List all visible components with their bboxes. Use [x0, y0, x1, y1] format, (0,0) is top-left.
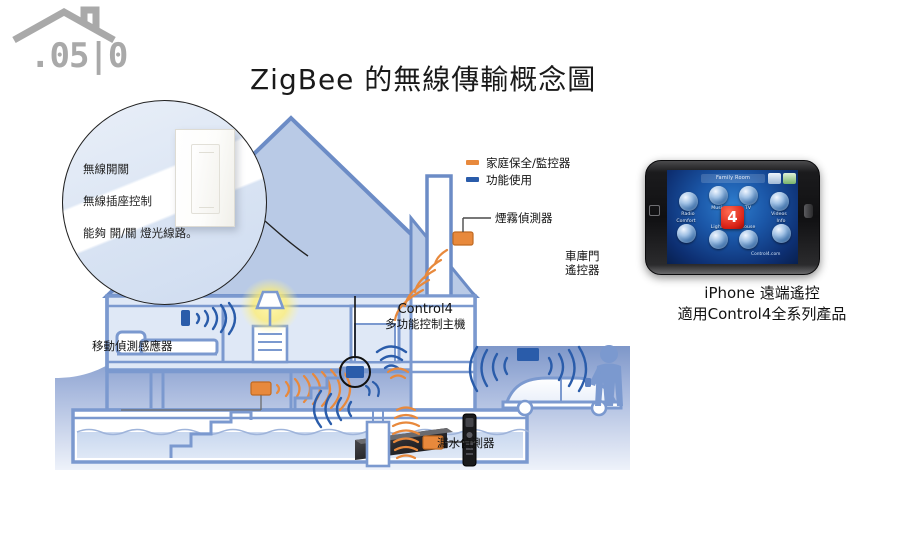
label-controller-zh: 多功能控制主機 — [385, 317, 466, 331]
house-cutaway-diagram — [55, 115, 630, 470]
orange-dash-icon — [466, 160, 479, 165]
app-label: TV — [744, 206, 752, 211]
label-garage-remote: 車庫門 遙控器 — [565, 249, 600, 277]
water-heater-icon — [365, 410, 391, 468]
page-title: ZigBee 的無線傳輸概念圖 — [250, 63, 597, 96]
comfort-icon — [676, 224, 696, 243]
bed-icon — [115, 330, 219, 356]
site-logo: .05|0 — [8, 6, 128, 76]
label-water-leak: 漏水偵測器 — [437, 436, 495, 450]
legend-label-security: 家庭保全/監控器 — [486, 155, 571, 170]
legend-item-security: 家庭保全/監控器 — [466, 155, 616, 170]
screen-footer-text: Control4.com — [751, 252, 781, 257]
wireless-waves-switch — [195, 301, 237, 336]
wireless-waves-smoke — [393, 248, 449, 322]
app-lights[interactable]: Lights — [705, 224, 731, 249]
wireless-waves-garage-left — [468, 345, 509, 393]
wireless-switch-callout: 無線開關 無線插座控制 能夠 開/關 燈光線路。 — [62, 100, 267, 305]
label-garage-remote-line1: 車庫門 — [565, 249, 600, 263]
lights-icon — [708, 230, 728, 249]
label-garage-remote-line2: 遙控器 — [565, 263, 600, 277]
speaker-grille-icon — [804, 204, 813, 218]
app-tv[interactable]: TV — [735, 186, 761, 211]
callout-line-3: 能夠 開/關 燈光線路。 — [83, 226, 198, 240]
person-icon — [585, 345, 623, 406]
label-motion-sensor: 移動偵測感應器 — [92, 339, 173, 353]
app-house[interactable]: House — [735, 224, 761, 249]
callout-text-block: 無線開關 無線插座控制 能夠 開/關 燈光線路。 — [83, 161, 248, 257]
security-icon[interactable] — [783, 173, 796, 184]
callout-line-2: 無線插座控制 — [83, 194, 152, 208]
smoke-detector-module — [452, 231, 474, 246]
highlight-waves — [364, 380, 380, 398]
wall-switch-icon — [181, 310, 190, 326]
house-outline-icon — [12, 6, 116, 44]
switch-rocker[interactable] — [191, 144, 220, 214]
remote-control-icon — [462, 413, 477, 467]
phone-caption-line1: iPhone 遠端遙控 — [704, 284, 820, 302]
wireless-waves-controller-up — [375, 345, 408, 370]
app-comfort[interactable]: Comfort — [673, 218, 699, 243]
home-button-icon[interactable] — [649, 205, 660, 216]
garage-opener-icon — [517, 348, 539, 361]
chimney-icon — [425, 174, 453, 300]
house-icon — [738, 230, 758, 249]
app-label: Comfort — [676, 219, 696, 224]
label-controller: Control4 多功能控制主機 — [385, 302, 466, 332]
callout-line-1: 無線開關 — [83, 162, 129, 176]
app-label: Videos — [771, 212, 787, 217]
motion-sensor-module — [250, 381, 272, 396]
label-controller-en: Control4 — [397, 302, 453, 317]
app-label: House — [740, 225, 756, 230]
phone-screen[interactable]: Family Room Radio Music TV Videos Comfor… — [667, 170, 798, 264]
logo-text: .05|0 — [30, 36, 128, 76]
water-surface-line — [76, 428, 530, 436]
screen-room-title: Family Room — [701, 174, 765, 183]
app-label: Music — [711, 206, 725, 211]
table-lamp-icon — [255, 290, 285, 326]
legend-label-function: 功能使用 — [486, 172, 532, 187]
phone-caption: iPhone 遠端遙控 適用Control4全系列產品 — [626, 283, 898, 325]
music-icon — [708, 186, 728, 205]
legend-item-function: 功能使用 — [466, 172, 616, 187]
phone-caption-line2: 適用Control4全系列產品 — [677, 305, 847, 323]
camera-icon[interactable] — [768, 173, 781, 184]
app-radio[interactable]: Radio — [675, 192, 701, 217]
wireless-waves-leak — [391, 406, 421, 460]
info-icon — [771, 224, 791, 243]
wireless-outlet-module — [346, 366, 364, 378]
iphone-device: Family Room Radio Music TV Videos Comfor… — [645, 160, 820, 275]
tv-icon — [738, 186, 758, 205]
app-info[interactable]: Info — [768, 218, 794, 243]
app-label: Info — [776, 219, 786, 224]
legend: 家庭保全/監控器 功能使用 — [466, 155, 616, 189]
app-label: Lights — [710, 225, 726, 230]
wireless-waves-controller-orange — [386, 367, 410, 380]
light-switch-plate-icon — [175, 129, 235, 227]
label-smoke-detector: 煙霧偵測器 — [495, 211, 553, 225]
stairs-icon — [169, 366, 359, 458]
wireless-waves-garage-right — [547, 345, 588, 393]
leak-sensor-module — [422, 435, 444, 450]
app-videos[interactable]: Videos — [766, 192, 792, 217]
radio-icon — [678, 192, 698, 211]
app-music[interactable]: Music — [705, 186, 731, 211]
videos-icon — [769, 192, 789, 211]
blue-dash-icon — [466, 177, 479, 182]
wireless-waves-controller-left — [312, 389, 353, 429]
app-label: Radio — [681, 212, 695, 217]
control4-logo-icon: 4 — [721, 206, 744, 229]
